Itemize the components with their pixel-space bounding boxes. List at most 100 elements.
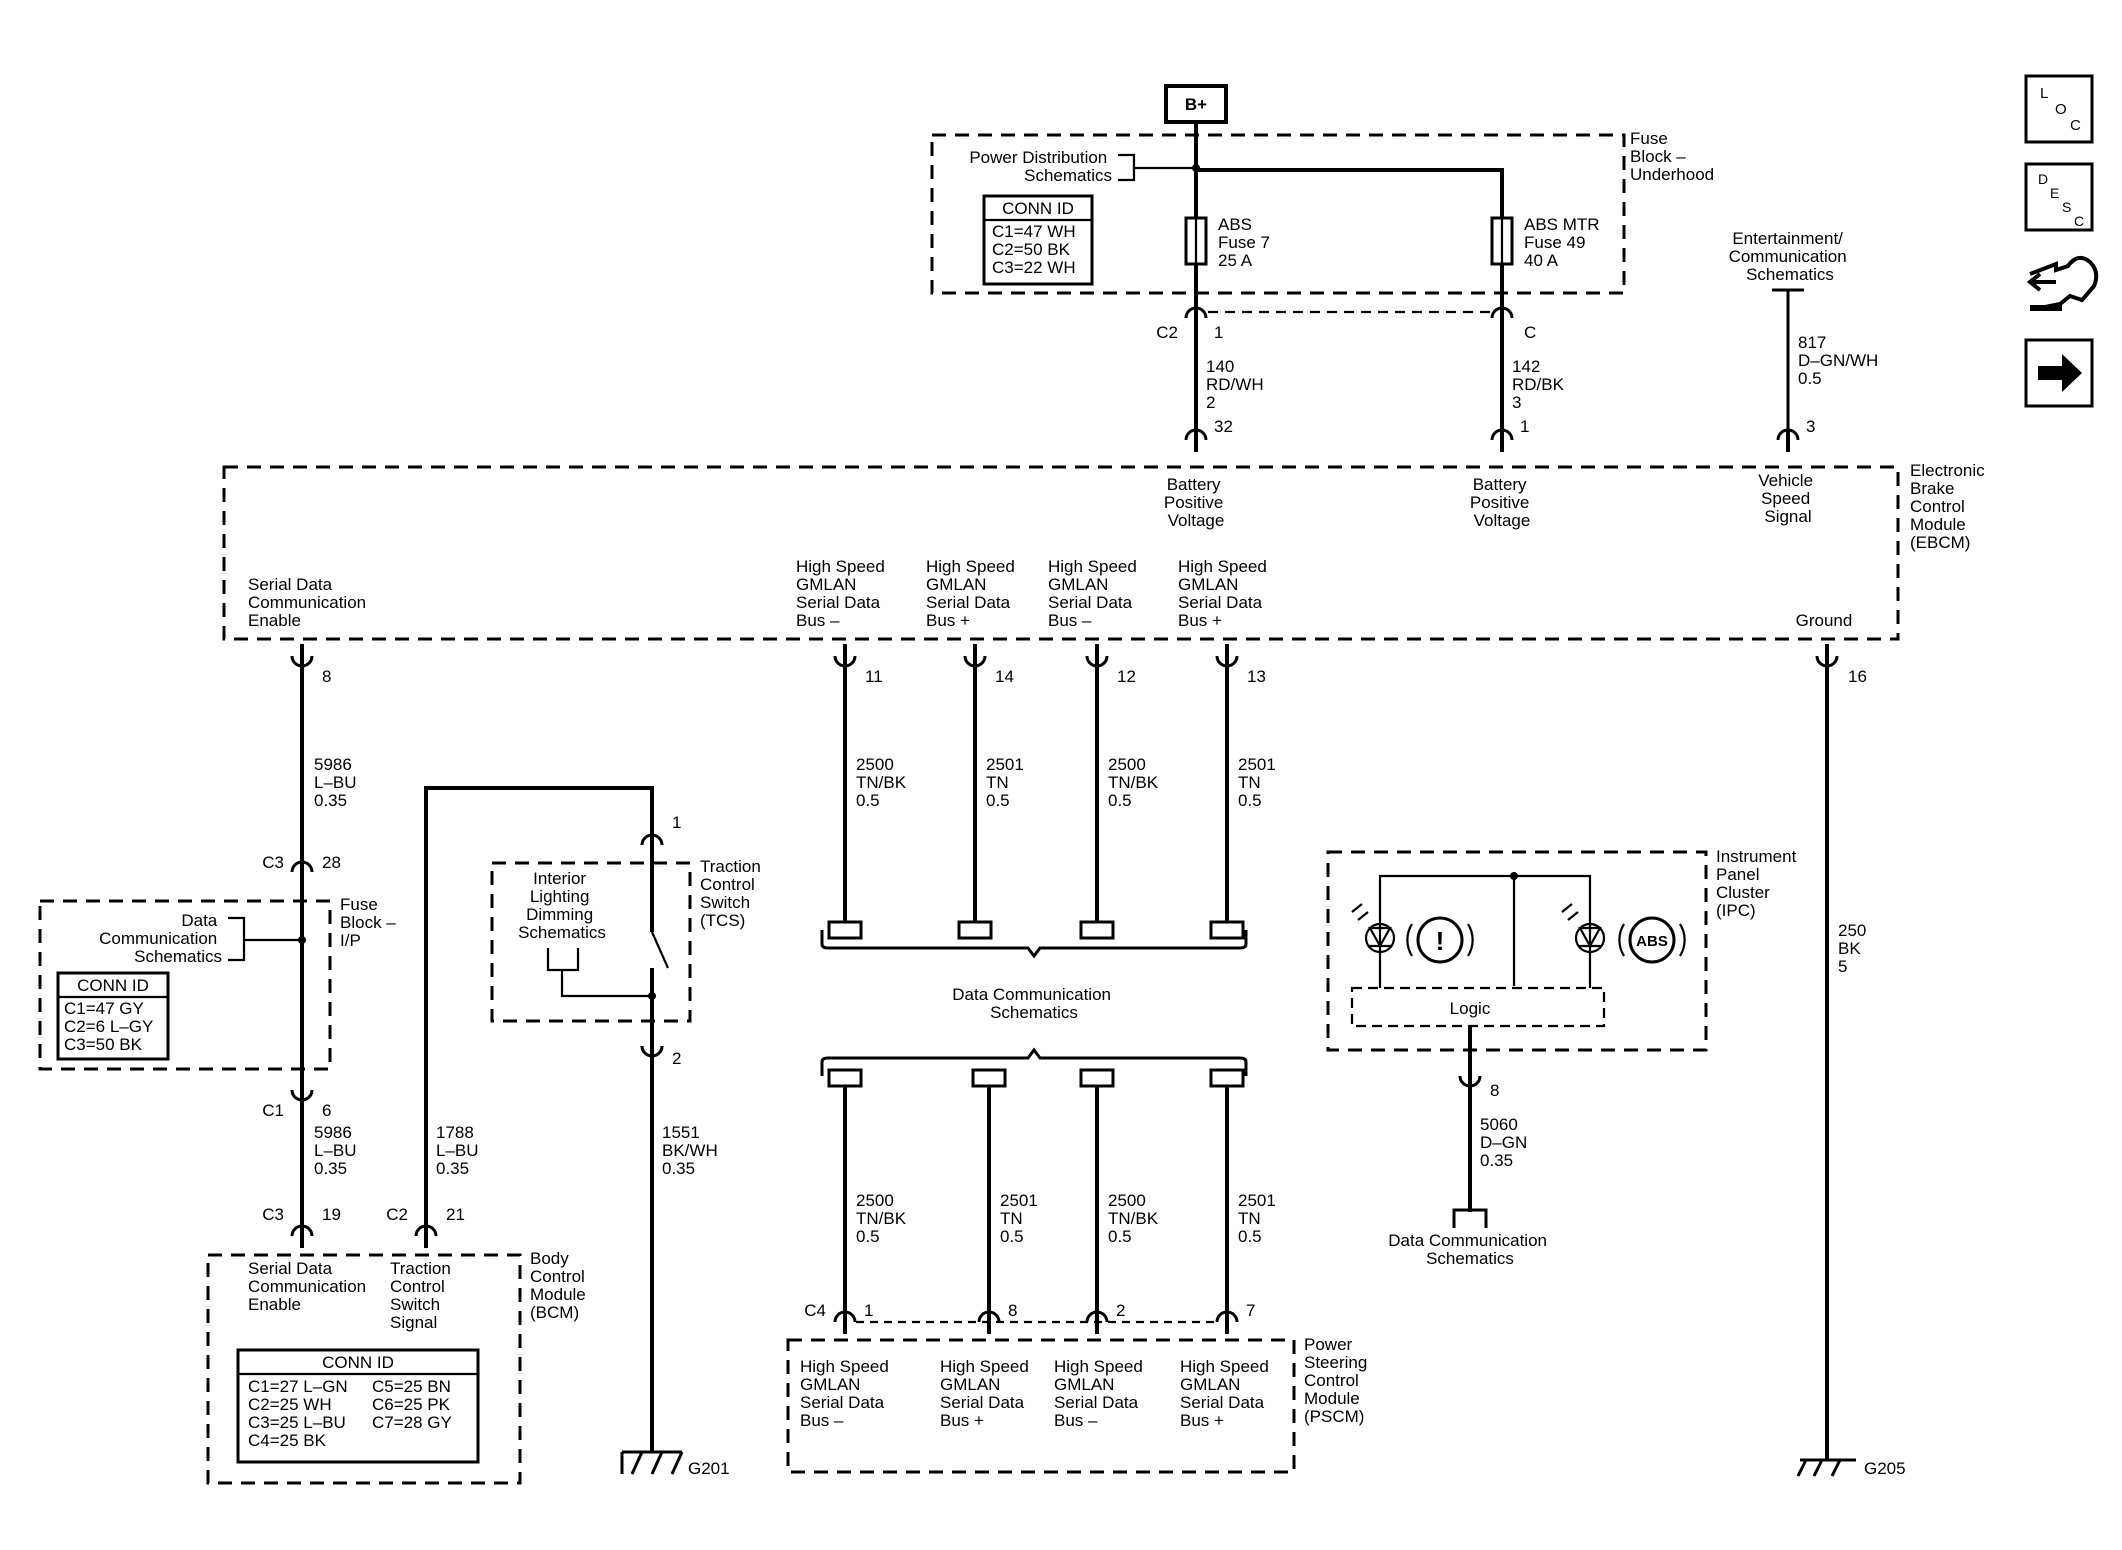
- fuse-abs-mtr-label: ABS MTR Fuse 49 40 A: [1524, 215, 1604, 270]
- svg-text:12: 12: [1117, 667, 1136, 686]
- instrument-panel-cluster: Instrument Panel Cluster (IPC) ! ABS: [1326, 847, 1797, 1100]
- svg-text:CONN ID: CONN ID: [77, 976, 149, 995]
- svg-text:CONN ID: CONN ID: [1002, 199, 1074, 218]
- svg-text:CONN ID: CONN ID: [322, 1353, 394, 1372]
- battery-positive: B+: [1164, 84, 1228, 124]
- underhood-conn-id-table: CONN ID C1=47 WH C2=50 BK C3=22 WH: [982, 194, 1094, 286]
- fuse-abs-label: ABS Fuse 7 25 A: [1218, 215, 1275, 270]
- svg-text:21: 21: [446, 1205, 465, 1224]
- description-button[interactable]: D E S C: [2024, 162, 2094, 232]
- svg-text:C1=47 GY: C1=47 GY: [64, 999, 144, 1018]
- ebcm-serial-data-enable: Serial Data Communication Enable: [248, 575, 371, 630]
- svg-text:C3=22 WH: C3=22 WH: [992, 258, 1076, 277]
- wire-142-label: 142 RD/BK 3: [1512, 357, 1569, 412]
- ebcm-gmlan-label-2: High Speed GMLAN Serial Data Bus +: [926, 557, 1020, 630]
- pscm-gmlan-label-3: High Speed GMLAN Serial Data Bus –: [1054, 1357, 1148, 1430]
- wire-5986-lower-label: 5986 L–BU 0.35: [314, 1123, 361, 1178]
- ebcm-ground-label: Ground: [1796, 611, 1853, 630]
- ip-conn-id-table: CONN ID C1=47 GY C2=6 L–GY C3=50 BK: [56, 971, 170, 1061]
- data-communication-ref-ipc: Data Communication Schematics: [1388, 1231, 1551, 1268]
- svg-text:13: 13: [1247, 667, 1266, 686]
- fuse-block-underhood-title: Fuse Block – Underhood: [1630, 129, 1714, 184]
- bcm-title: Body Control Module (BCM): [530, 1249, 591, 1322]
- tcs-title: Traction Control Switch (TCS): [700, 857, 766, 930]
- svg-text:C2=6 L–GY: C2=6 L–GY: [64, 1017, 153, 1036]
- ipc-led-right: [1561, 903, 1606, 954]
- bcm-serial-data-enable: Serial Data Communication Enable: [248, 1259, 371, 1314]
- wire-5986-upper-label: 5986 L–BU 0.35: [314, 755, 361, 810]
- pscm-title: Power Steering Control Module (PSCM): [1304, 1335, 1372, 1426]
- brake-warning-icon: !: [1406, 916, 1474, 964]
- wire-140-label: 140 RD/WH 2: [1206, 357, 1268, 412]
- svg-text:1: 1: [1214, 323, 1223, 342]
- svg-text:2: 2: [1116, 1301, 1125, 1320]
- svg-text:C6=25 PK: C6=25 PK: [372, 1395, 451, 1414]
- wire-250-label: 250 BK 5: [1838, 921, 1871, 976]
- svg-text:L: L: [2040, 85, 2048, 102]
- next-page-button[interactable]: [2024, 338, 2094, 408]
- connector-end-view-icon[interactable]: [2026, 255, 2099, 311]
- svg-text:1: 1: [864, 1301, 873, 1320]
- ground-g205: G205: [1796, 1458, 1906, 1478]
- svg-text:6: 6: [322, 1101, 331, 1120]
- svg-text:O: O: [2055, 101, 2067, 118]
- svg-text:!: !: [1436, 926, 1445, 956]
- svg-text:14: 14: [995, 667, 1014, 686]
- body-control-module: C3 19 C2 21 Body Control Module (BCM) Se…: [206, 1205, 591, 1485]
- svg-text:C2=50 BK: C2=50 BK: [992, 240, 1071, 259]
- ebcm-vehicle-speed-signal: Vehicle Speed Signal: [1758, 471, 1818, 526]
- fuse-block-ip: C3 28 Fuse Block – I/P Data Communicatio…: [38, 853, 396, 1120]
- ipc-led-left: [1351, 903, 1396, 954]
- svg-text:8: 8: [322, 667, 331, 686]
- wire-5060-label: 5060 D–GN 0.35: [1480, 1115, 1532, 1170]
- svg-text:C2=25 WH: C2=25 WH: [248, 1395, 332, 1414]
- svg-text:C5=25 BN: C5=25 BN: [372, 1377, 451, 1396]
- svg-text:C1: C1: [262, 1101, 284, 1120]
- svg-text:C3=50 BK: C3=50 BK: [64, 1035, 143, 1054]
- svg-text:C2: C2: [386, 1205, 408, 1224]
- svg-text:8: 8: [1008, 1301, 1017, 1320]
- svg-text:7: 7: [1246, 1301, 1255, 1320]
- svg-text:28: 28: [322, 853, 341, 872]
- svg-text:C1=47 WH: C1=47 WH: [992, 222, 1076, 241]
- ebcm-battery-positive-1: Battery Positive Voltage: [1164, 475, 1228, 530]
- wire-1551-label: 1551 BK/WH 0.35: [662, 1123, 722, 1178]
- gmlan-bottom-splice-bracket: [820, 1047, 1248, 1088]
- fuse-block-underhood: Fuse Block – Underhood Power Distributio…: [930, 129, 1714, 312]
- power-steering-control-module: C4 1 8 2 7 Power Steering Control Module…: [786, 1301, 1372, 1474]
- traction-control-switch: 1 Traction Control Switch (TCS) Interior…: [490, 813, 766, 1068]
- svg-text:C3: C3: [262, 1205, 284, 1224]
- pscm-gmlan-label-1: High Speed GMLAN Serial Data Bus –: [800, 1357, 894, 1430]
- svg-text:C: C: [2074, 213, 2084, 229]
- svg-text:2: 2: [672, 1049, 681, 1068]
- data-communication-ref-mid: Data Communication Schematics: [952, 985, 1115, 1022]
- pscm-gmlan-label-2: High Speed GMLAN Serial Data Bus +: [940, 1357, 1034, 1430]
- interior-lighting-ref: Interior Lighting Dimming Schematics: [518, 869, 606, 942]
- ebcm-gmlan-label-3: High Speed GMLAN Serial Data Bus –: [1048, 557, 1142, 630]
- bcm-traction-switch-signal: Traction Control Switch Signal: [390, 1259, 456, 1332]
- svg-text:G201: G201: [688, 1459, 730, 1478]
- fuse-abs-mtr: ABS MTR Fuse 49 40 A: [1490, 215, 1604, 270]
- ebcm-gmlan-label-4: High Speed GMLAN Serial Data Bus +: [1178, 557, 1272, 630]
- connector-c2-underhood: C2 1: [1156, 306, 1223, 342]
- svg-text:16: 16: [1848, 667, 1867, 686]
- wire-817-label: 817 D–GN/WH 0.5: [1798, 333, 1883, 388]
- ebcm-battery-positive-2: Battery Positive Voltage: [1470, 475, 1534, 530]
- location-button[interactable]: L O C: [2024, 74, 2094, 144]
- ground-g201: G201: [620, 1450, 730, 1478]
- svg-text:32: 32: [1214, 417, 1233, 436]
- svg-text:C: C: [1524, 323, 1536, 342]
- ebcm-title: Electronic Brake Control Module (EBCM): [1910, 461, 1989, 552]
- wire-1788-label: 1788 L–BU 0.35: [436, 1123, 483, 1178]
- svg-text:11: 11: [865, 667, 883, 686]
- svg-text:D: D: [2038, 171, 2048, 187]
- svg-text:S: S: [2062, 199, 2071, 215]
